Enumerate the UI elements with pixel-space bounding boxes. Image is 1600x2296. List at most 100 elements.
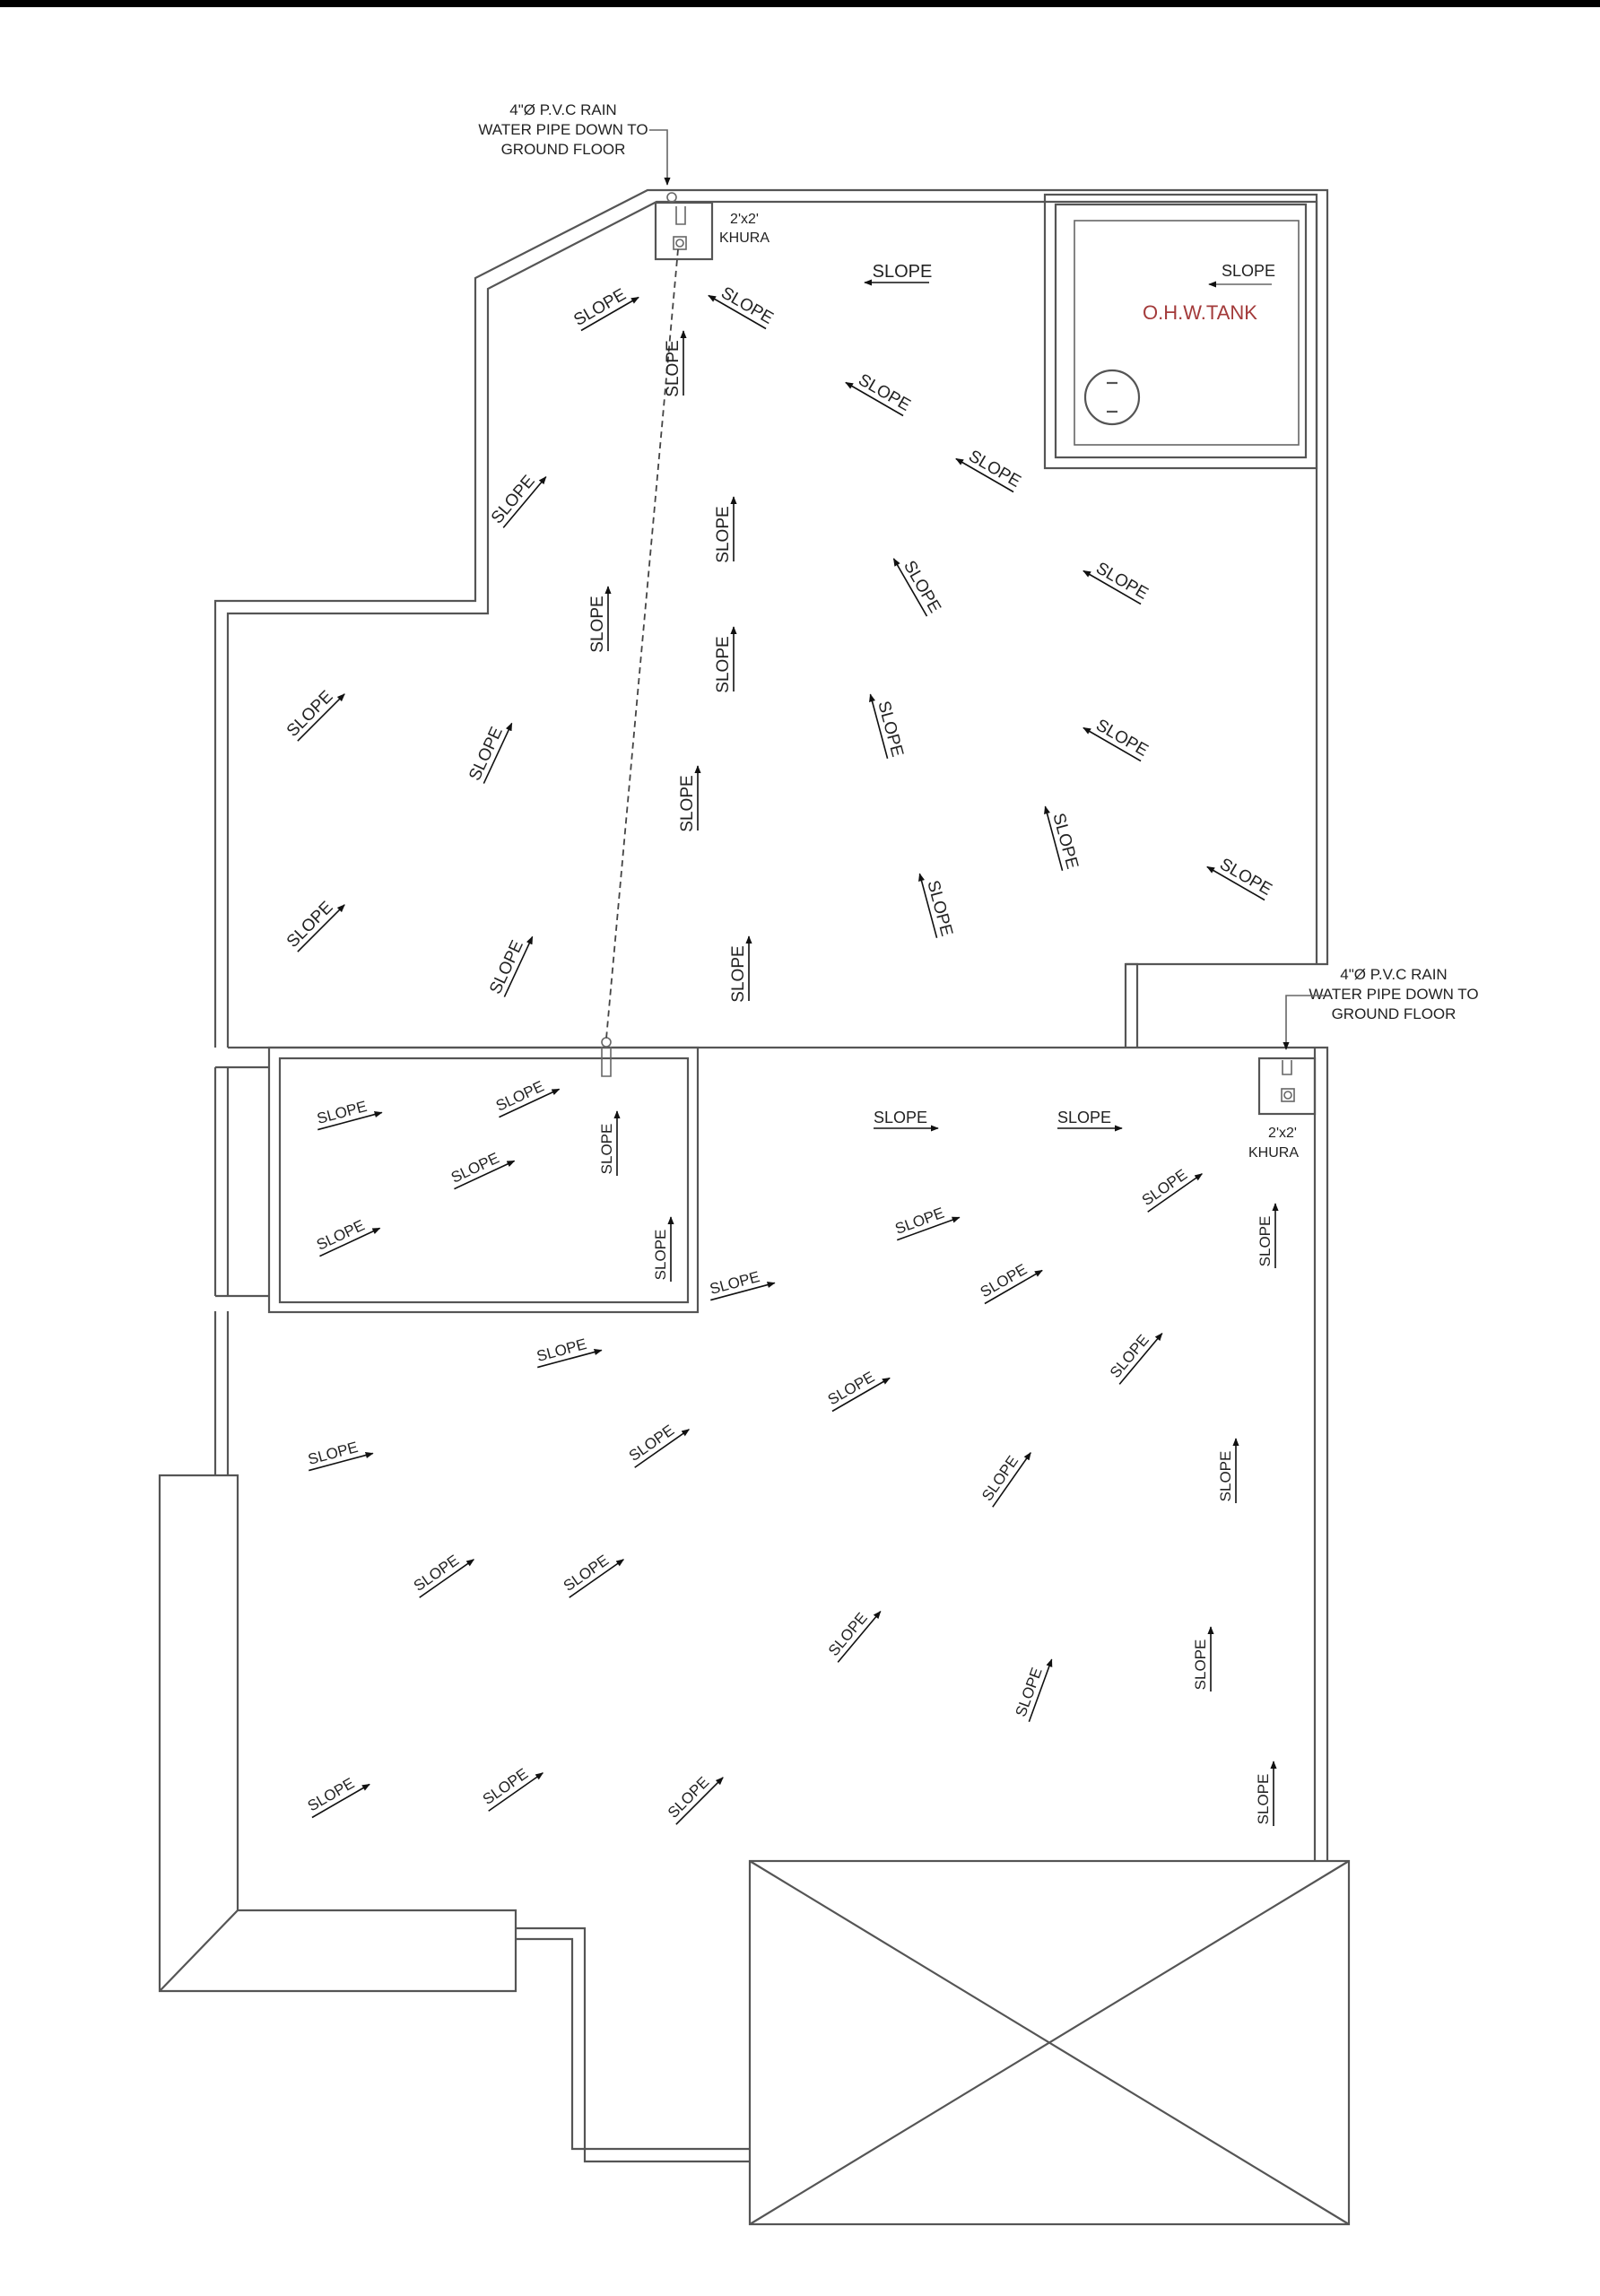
slope-arrow: SLOPE <box>1206 855 1275 901</box>
slope-arrow: SLOPE <box>678 765 701 832</box>
overhead-water-tank: O.H.W.TANK SLOPE <box>1043 193 1318 470</box>
slope-arrow: SLOPE <box>955 447 1024 493</box>
slope-arrow-line <box>869 693 889 759</box>
slope-arrow: SLOPE <box>652 1216 674 1282</box>
slope-arrow: SLOPE <box>825 1609 882 1663</box>
slope-label: SLOPE <box>465 724 507 783</box>
slope-arrow-line <box>311 1783 370 1819</box>
slope-label: SLOPE <box>874 699 907 759</box>
slope-arrow-line <box>499 1088 561 1118</box>
slope-arrow: SLOPE <box>864 262 933 286</box>
slope-label: SLOPE <box>652 1230 669 1281</box>
top-border-bar <box>0 0 1600 7</box>
slope-label: SLOPE <box>714 506 733 562</box>
khura-right-label-1: 2'x2' <box>1268 1126 1297 1141</box>
slope-label: SLOPE <box>678 775 697 831</box>
slope-arrow: SLOPE <box>570 285 639 332</box>
slope-arrow-line <box>955 457 1014 493</box>
slope-arrow: SLOPE <box>1013 1658 1053 1723</box>
slope-arrow-line <box>1147 1173 1204 1213</box>
slope-arrow-line <box>483 722 513 784</box>
slope-arrow-line <box>502 475 547 528</box>
slope-arrow: SLOPE <box>493 1078 561 1118</box>
slope-arrow-line <box>992 1451 1031 1508</box>
slope-label: SLOPE <box>729 945 748 1002</box>
slope-arrow: SLOPE <box>845 370 914 417</box>
slope-arrow-line <box>1206 865 1265 901</box>
slope-arrow: SLOPE <box>978 1451 1031 1508</box>
slope-arrow: SLOPE <box>315 1098 383 1131</box>
slope-arrow: SLOPE <box>1057 1109 1123 1132</box>
slope-arrow: SLOPE <box>1139 1166 1204 1213</box>
slope-label: SLOPE <box>588 596 607 652</box>
slope-arrow: SLOPE <box>626 1422 691 1468</box>
slope-label: SLOPE <box>283 898 337 952</box>
slope-label: SLOPE <box>486 937 527 996</box>
slope-label: SLOPE <box>1255 1774 1272 1825</box>
slope-label: SLOPE <box>665 1773 713 1822</box>
slope-arrow-line <box>580 296 639 332</box>
slope-label: SLOPE <box>493 1078 546 1115</box>
lower-left-terrace <box>267 1037 700 1314</box>
slope-arrow: SLOPE <box>411 1552 475 1598</box>
slope-arrow-line <box>537 1349 603 1369</box>
pipe-note-right-line-1: 4"Ø P.V.C RAIN <box>1340 966 1447 983</box>
slope-label: SLOPE <box>873 262 933 282</box>
slope-label: SLOPE <box>598 1124 615 1175</box>
slope-arrow: SLOPE <box>561 1552 625 1598</box>
slope-arrow-line <box>845 381 904 417</box>
pipe-note-top: 4"Ø P.V.C RAIN WATER PIPE DOWN TO GROUND… <box>478 101 671 186</box>
slope-arrow: SLOPE <box>1083 559 1152 605</box>
slope-arrow-line <box>454 1160 516 1190</box>
slope-arrow-line <box>297 693 345 742</box>
slope-label: SLOPE <box>448 1150 501 1187</box>
slope-arrow: SLOPE <box>1044 805 1082 871</box>
slope-arrow-line <box>1028 1658 1053 1723</box>
slope-arrow-line <box>675 1777 724 1825</box>
slope-arrow: SLOPE <box>1107 1331 1163 1385</box>
slope-arrow-line <box>708 294 767 330</box>
slope-arrow: SLOPE <box>598 1110 621 1176</box>
slope-arrow: SLOPE <box>1217 1438 1239 1503</box>
slope-label: SLOPE <box>488 472 539 527</box>
stair-void <box>748 1859 1351 2226</box>
slope-arrow: SLOPE <box>305 1775 370 1819</box>
slope-arrow-line <box>710 1282 776 1301</box>
slope-arrow: SLOPE <box>448 1150 516 1190</box>
slope-arrow: SLOPE <box>665 1773 724 1825</box>
slope-arrow: SLOPE <box>283 687 345 742</box>
slope-arrow: SLOPE <box>714 496 737 563</box>
slope-arrow: SLOPE <box>1083 716 1152 762</box>
slope-label: SLOPE <box>825 1609 871 1659</box>
pipe-note-right-line-2: WATER PIPE DOWN TO <box>1309 986 1478 1003</box>
slope-label: SLOPE <box>305 1775 358 1815</box>
slope-arrow-line <box>1118 1332 1163 1385</box>
slope-arrow: SLOPE <box>825 1369 891 1413</box>
slope-arrow: SLOPE <box>874 1109 939 1132</box>
slope-arrow: SLOPE <box>978 1261 1043 1305</box>
slope-label: SLOPE <box>1107 1331 1152 1381</box>
slope-arrow-line <box>1044 805 1064 871</box>
pipe-note-top-line-1: 4"Ø P.V.C RAIN <box>509 101 616 118</box>
slope-label: SLOPE <box>978 1261 1030 1301</box>
slope-arrow-line <box>309 1452 374 1472</box>
pipe-note-right-line-3: GROUND FLOOR <box>1332 1005 1457 1022</box>
slope-arrow-line <box>503 935 534 997</box>
slope-arrow-line <box>419 1559 475 1598</box>
slope-label: SLOPE <box>874 1109 927 1126</box>
khura-right: 2'x2' KHURA <box>1248 1057 1317 1161</box>
pipe-note-right: 4"Ø P.V.C RAIN WATER PIPE DOWN TO GROUND… <box>1283 966 1479 1050</box>
slope-arrow: SLOPE <box>869 693 907 759</box>
slope-arrow-line <box>1083 570 1142 605</box>
slope-arrow-line <box>837 1610 882 1663</box>
tank-slope-label: SLOPE <box>1222 262 1275 280</box>
slope-arrow: SLOPE <box>588 586 612 653</box>
slope-arrow-line <box>317 1111 383 1131</box>
slope-arrow-line <box>896 1216 961 1241</box>
lower-roof-outline <box>213 962 1329 1861</box>
slope-arrow: SLOPE <box>306 1439 374 1472</box>
slope-arrow-line <box>488 1772 544 1812</box>
slope-arrow-line <box>984 1269 1043 1305</box>
slope-arrow: SLOPE <box>486 935 534 997</box>
slope-arrow: SLOPE <box>729 935 752 1003</box>
